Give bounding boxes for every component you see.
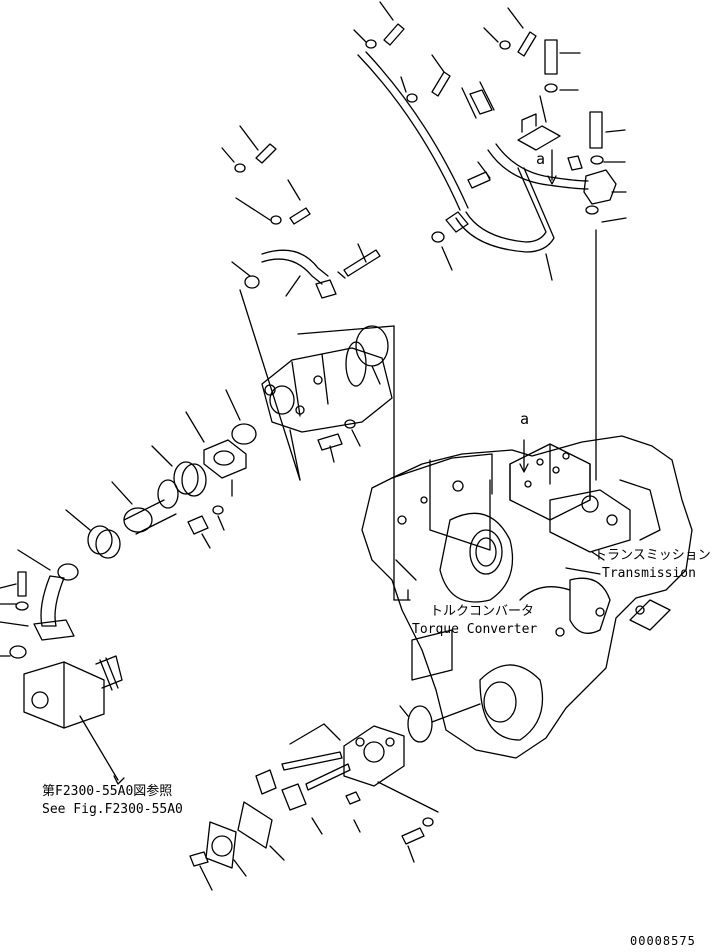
hose-and-elbow-group xyxy=(0,411,247,659)
torque-converter-label-jp: トルクコンバータ xyxy=(430,604,535,619)
transmission-label-en: Transmission xyxy=(602,566,696,581)
see-fig-label-en: See Fig.F2300-55A0 xyxy=(42,802,183,817)
torque-converter-label-en: Torque Converter xyxy=(412,622,538,637)
lower-parts-group xyxy=(189,703,481,891)
transmission-label-jp: トランスミッション xyxy=(594,548,711,563)
top-bolt-group xyxy=(353,1,626,189)
reference-pump-F2300 xyxy=(23,655,125,785)
long-tube xyxy=(357,51,555,281)
drawing-number: 00008575 xyxy=(630,934,696,948)
leader-lines xyxy=(407,551,605,601)
pump-assembly xyxy=(225,325,395,601)
bracket-and-pipe-assembly xyxy=(487,95,627,481)
callout-a-top: a xyxy=(536,150,546,168)
callout-a-mid: a xyxy=(520,410,530,428)
see-fig-label-jp: 第F2300-55A0図参照 xyxy=(42,784,173,799)
small-pipe-group xyxy=(221,125,381,481)
transmission-housing xyxy=(361,435,693,759)
